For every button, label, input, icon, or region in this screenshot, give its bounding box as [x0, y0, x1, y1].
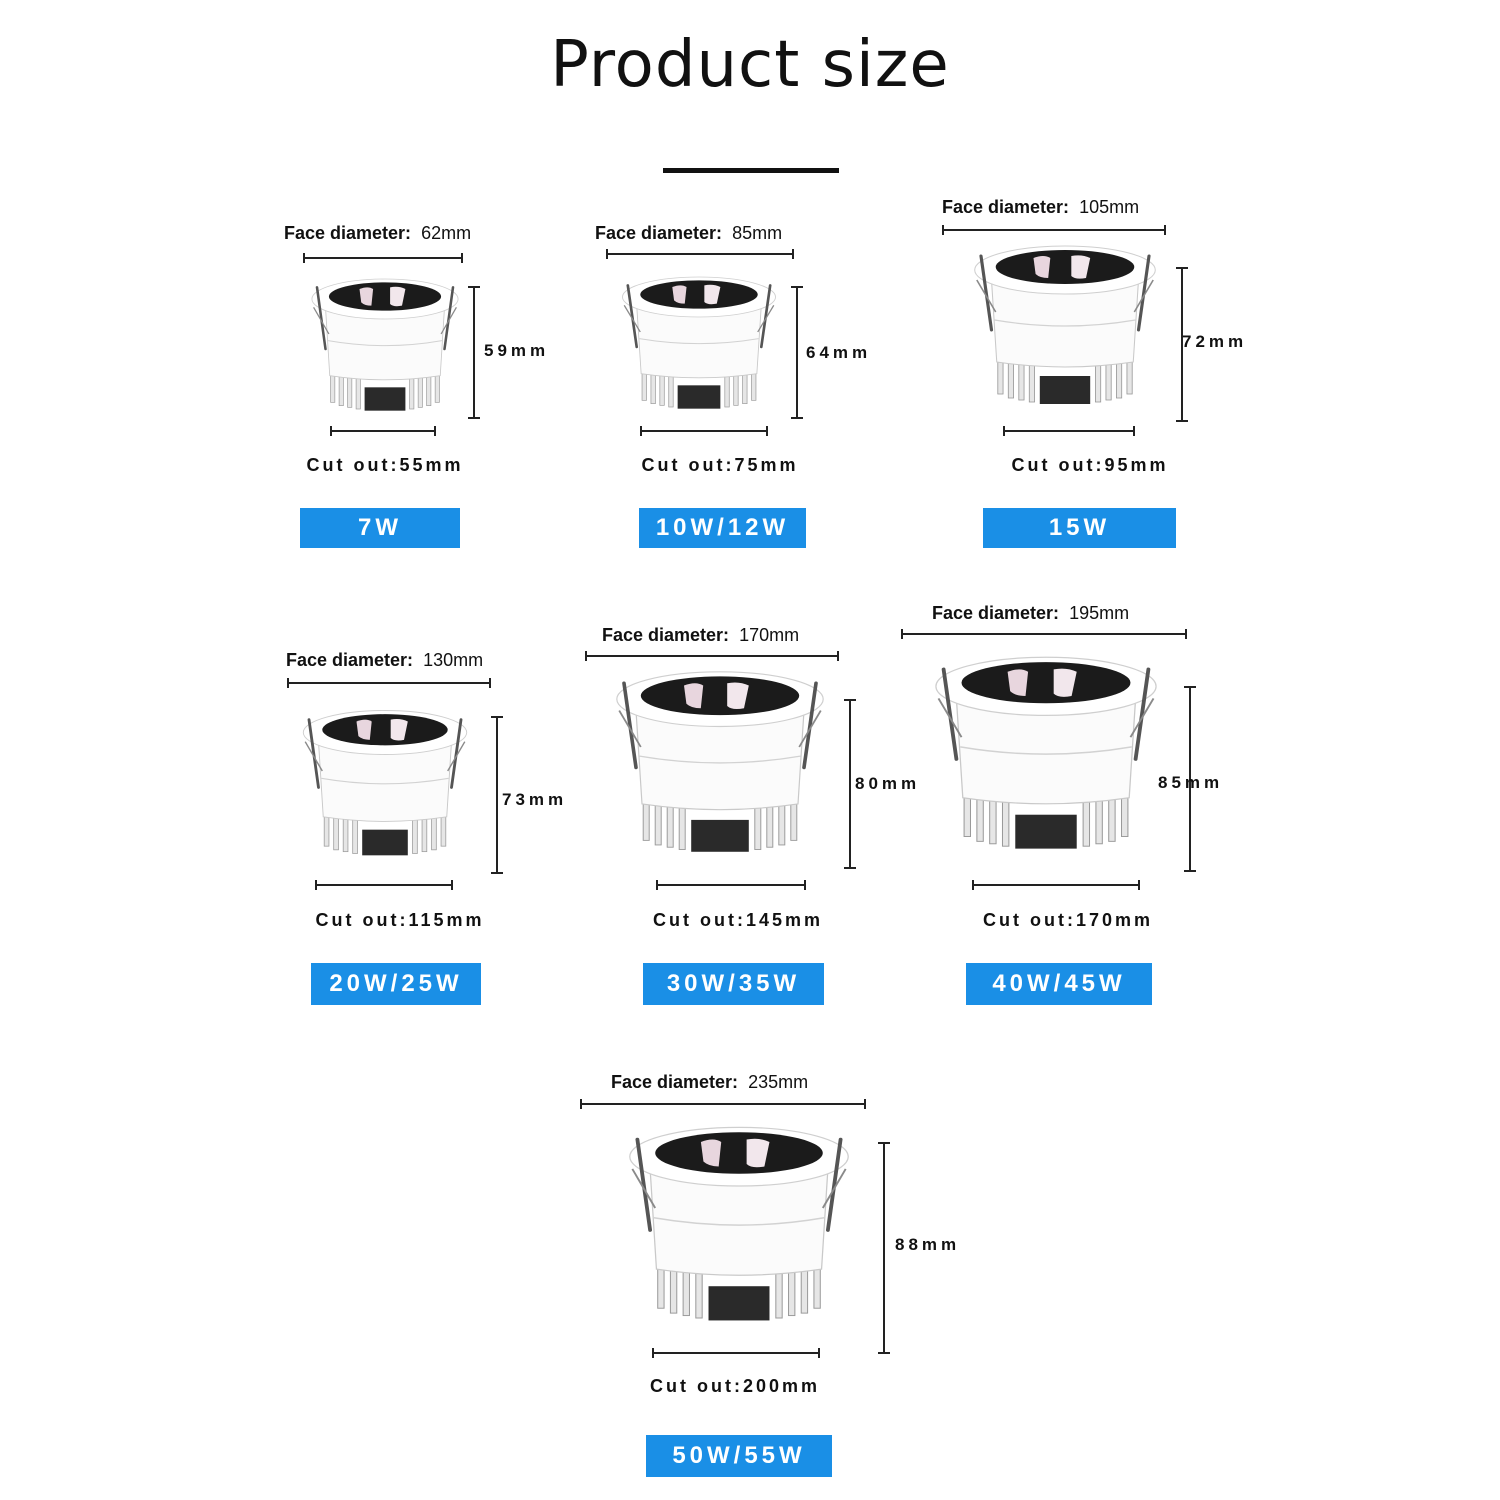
downlight-image — [290, 705, 480, 870]
recessed-downlight-icon — [302, 710, 468, 856]
cutout-dimension-line — [656, 880, 806, 890]
height-dimension-line — [878, 1142, 890, 1354]
height-label: 59mm — [484, 341, 550, 360]
downlight-image — [300, 274, 470, 424]
wattage-badge: 40W/45W — [966, 963, 1152, 1005]
cutout-label: Cut out:75mm — [641, 455, 799, 475]
downlight-image — [960, 240, 1170, 420]
recessed-downlight-icon — [974, 245, 1156, 404]
wattage-badge: 20W/25W — [311, 963, 481, 1005]
recessed-downlight-icon — [629, 1126, 849, 1321]
cutout-dimension-line — [330, 426, 436, 436]
height-label: 72mm — [1182, 332, 1248, 351]
height-dimension-line — [1176, 267, 1188, 422]
cutout-dimension-line — [972, 880, 1140, 890]
downlight-image — [918, 650, 1174, 868]
cutout-dimension-line — [1003, 426, 1135, 436]
face-diameter-dimension-line — [580, 1099, 866, 1109]
recessed-downlight-icon — [311, 278, 459, 411]
face-diameter-label: Face diameter:195mm — [932, 603, 1130, 623]
face-diameter-dimension-line — [585, 651, 839, 661]
wattage-badge: 7W — [300, 508, 460, 548]
height-dimension-line — [468, 286, 480, 419]
face-diameter-dimension-line — [901, 629, 1187, 639]
cutout-dimension-line — [652, 1348, 820, 1358]
face-diameter-label: Face diameter:235mm — [611, 1072, 809, 1092]
cutout-label: Cut out:170mm — [982, 910, 1153, 930]
height-label: 85mm — [1158, 773, 1224, 792]
face-diameter-label: Face diameter:130mm — [286, 650, 484, 670]
face-diameter-label: Face diameter:105mm — [942, 197, 1140, 217]
height-dimension-line — [1184, 686, 1196, 872]
cutout-label: Cut out:95mm — [1011, 455, 1169, 475]
cutout-label: Cut out:145mm — [652, 910, 823, 930]
cutout-label: Cut out:200mm — [649, 1376, 820, 1396]
wattage-badge: 15W — [983, 508, 1176, 548]
wattage-badge: 30W/35W — [643, 963, 824, 1005]
face-diameter-dimension-line — [942, 225, 1166, 235]
downlight-image — [600, 665, 840, 870]
title-underline — [663, 168, 839, 173]
face-diameter-label: Face diameter:85mm — [595, 223, 783, 243]
recessed-downlight-icon — [935, 656, 1157, 849]
height-dimension-line — [844, 699, 856, 869]
recessed-downlight-icon — [622, 276, 776, 409]
face-diameter-label: Face diameter:170mm — [602, 625, 800, 645]
height-label: 64mm — [806, 343, 872, 362]
height-label: 80mm — [855, 774, 921, 793]
cutout-label: Cut out:55mm — [306, 455, 464, 475]
face-diameter-label: Face diameter:62mm — [284, 223, 472, 243]
downlight-image — [612, 1120, 866, 1340]
page-title: Product size — [550, 28, 950, 102]
cutout-dimension-line — [640, 426, 768, 436]
face-diameter-dimension-line — [303, 253, 463, 263]
wattage-badge: 10W/12W — [639, 508, 806, 548]
cutout-dimension-line — [315, 880, 453, 890]
cutout-label: Cut out:115mm — [315, 910, 485, 930]
height-label: 73mm — [502, 790, 568, 809]
wattage-badge: 50W/55W — [646, 1435, 832, 1477]
height-dimension-line — [491, 716, 503, 874]
height-dimension-line — [791, 286, 803, 419]
face-diameter-dimension-line — [606, 249, 794, 259]
face-diameter-dimension-line — [287, 678, 491, 688]
height-label: 88mm — [895, 1235, 961, 1254]
downlight-image — [610, 272, 788, 422]
recessed-downlight-icon — [616, 671, 824, 852]
